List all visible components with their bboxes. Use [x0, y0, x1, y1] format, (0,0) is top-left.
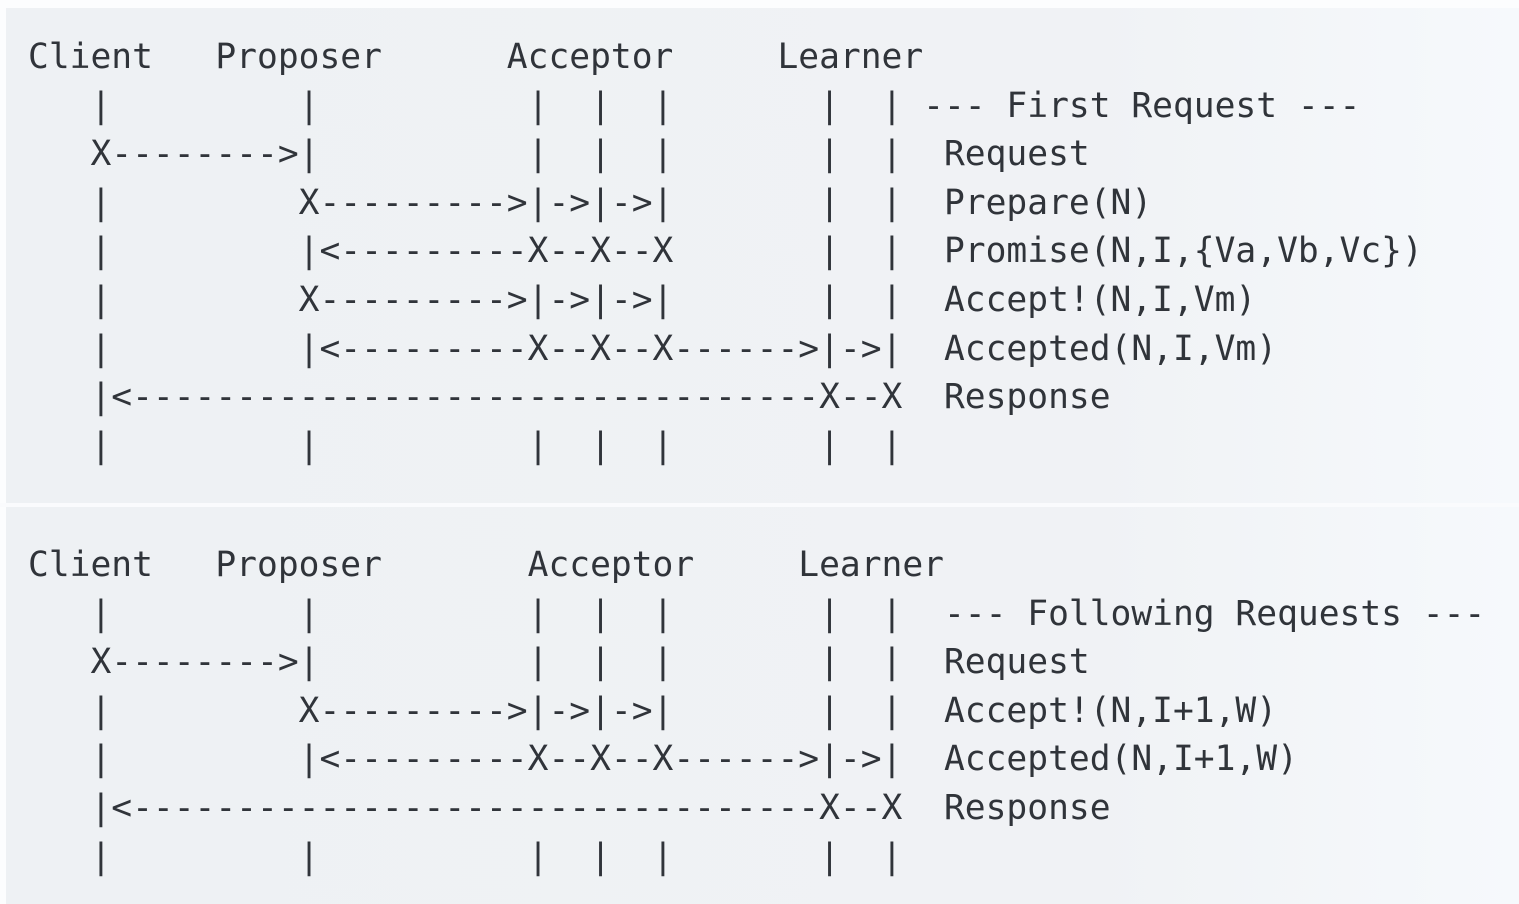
ascii-line-section-label: | | | | | | | --- Following Requests ---	[28, 593, 1486, 634]
ascii-line-prepare: | X--------->|->|->| | | Prepare(N)	[28, 182, 1153, 223]
ascii-line-lifelines: | | | | | | |	[28, 836, 903, 877]
ascii-line-response: |<---------------------------------X--X …	[28, 377, 1111, 418]
ascii-line-accept: | X--------->|->|->| | | Accept!(N,I+1,W…	[28, 690, 1278, 731]
ascii-line-header: Client Proposer Acceptor Learner	[28, 37, 924, 77]
ascii-line-request: X-------->| | | | | | Request	[28, 134, 1090, 175]
ascii-line-promise: | |<---------X--X--X | | Promise(N,I,{Va…	[28, 231, 1423, 272]
ascii-line-request: X-------->| | | | | | Request	[28, 642, 1090, 683]
code-block-first-request: Client Proposer Acceptor Learner | | | |…	[6, 8, 1519, 503]
ascii-line-header: Client Proposer Acceptor Learner	[28, 545, 944, 585]
ascii-line-lifelines: | | | | | | |	[28, 425, 903, 466]
ascii-line-accepted: | |<---------X--X--X------>|->| Accepted…	[28, 328, 1278, 369]
ascii-line-accepted: | |<---------X--X--X------>|->| Accepted…	[28, 739, 1298, 780]
ascii-sequence-diagram-first-request: Client Proposer Acceptor Learner | | | |…	[6, 8, 1519, 470]
ascii-line-response: |<---------------------------------X--X …	[28, 787, 1111, 828]
block-divider	[0, 503, 1519, 507]
ascii-sequence-diagram-following-requests: Client Proposer Acceptor Learner | | | |…	[6, 507, 1519, 881]
ascii-line-section-label: | | | | | | | --- First Request ---	[28, 85, 1361, 126]
code-block-following-requests: Client Proposer Acceptor Learner | | | |…	[6, 507, 1519, 904]
ascii-line-accept: | X--------->|->|->| | | Accept!(N,I,Vm)	[28, 279, 1257, 320]
